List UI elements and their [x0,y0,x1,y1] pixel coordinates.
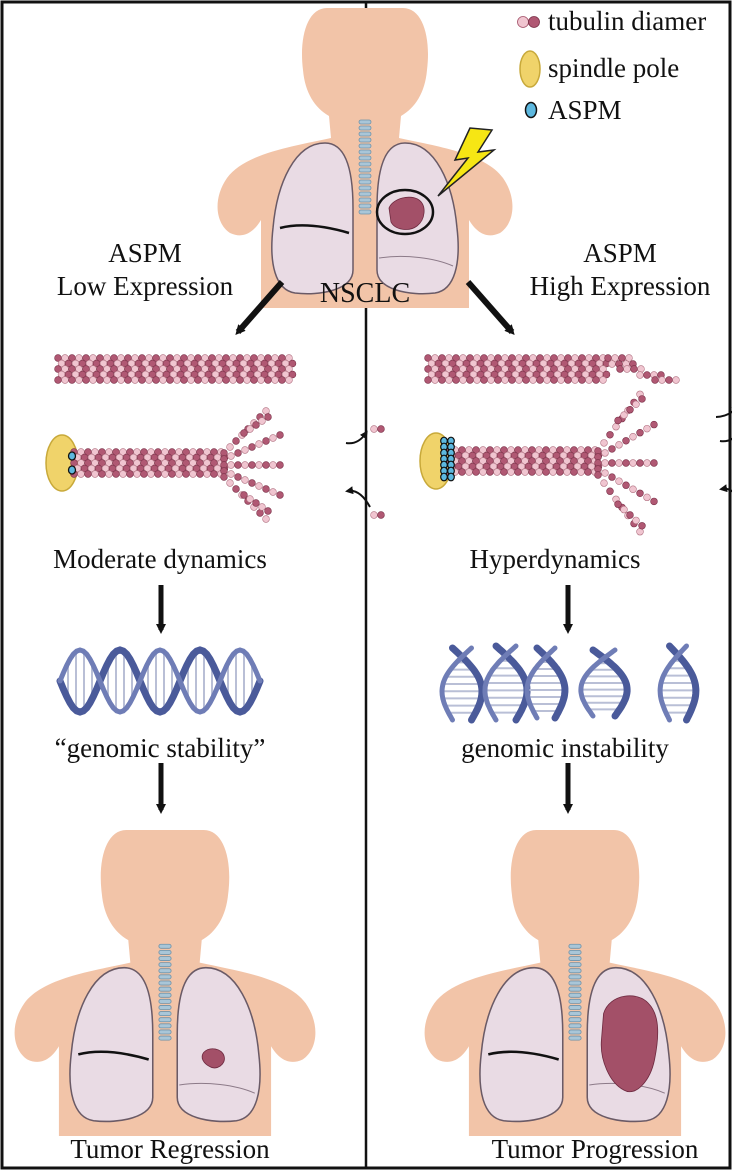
trachea [158,943,172,1041]
lung-fissure-left [487,1050,560,1061]
microtubule-spindle-left [45,407,385,523]
lung-left [69,966,154,1123]
trachea [568,943,582,1041]
microtubule-straight-right [424,354,680,384]
dissociation-arrow [719,437,732,443]
human-torso-progression [424,830,726,1136]
right-dynamics-label: Hyperdynamics [469,544,641,574]
lightning-bolt-icon [437,127,497,197]
left-condition-line2: Low Expression [56,271,234,301]
lung-fissure-left [77,1050,150,1061]
dissociation-arrow [345,430,368,445]
aspm-icon [524,101,538,119]
right-outcome-label: Tumor Progression [491,1134,699,1164]
trachea [358,119,372,215]
tumor-large [600,995,659,1093]
lung-left [271,142,354,295]
dna-helix-stable [56,646,264,716]
legend-aspm-label: ASPM [548,95,622,125]
arrow-to-low-expression [235,280,285,336]
aspm-protein [67,465,77,475]
tumor-primary [388,196,425,230]
aspm-protein [447,472,455,482]
human-torso-regression [14,830,316,1136]
microtubule-spindle-right [419,390,732,536]
dna-helix-broken [439,642,700,724]
left-dynamics-label: Moderate dynamics [53,544,267,574]
association-arrow [345,486,371,508]
left-outcome-label: Tumor Regression [70,1134,270,1164]
lung-fissure-left [279,224,350,235]
tumor-circle [375,188,435,236]
arrow-to-high-expression [465,280,515,336]
human-torso-top [217,8,513,308]
lung-left [479,966,564,1123]
dissociation-arrow [715,404,732,418]
aspm-protein [67,451,77,461]
right-genome-label: genomic instability [461,733,669,763]
tumor-small [201,1048,225,1069]
right-condition-line1: ASPM [583,238,657,268]
dna-segment [657,642,700,724]
disease-label: NSCLC [319,278,411,309]
dna-segment [439,644,486,724]
dna-segment [578,646,631,720]
aspm-protein [440,472,448,482]
dna-segment [482,642,531,724]
left-genome-label: “genomic stability” [54,733,266,763]
spindle-pole-icon [519,50,541,88]
dna-segment [56,646,264,716]
free-tubulin-dimer [370,425,385,433]
legend-spindle-label: spindle pole [548,53,680,83]
association-arrow [719,484,732,493]
free-tubulin-dimer [370,511,385,519]
dna-segment [524,644,569,722]
microtubule-straight-left [54,354,297,384]
left-condition-line1: ASPM [108,238,182,268]
tubulin-dimer-icon [517,16,540,28]
legend-tubulin-label: tubulin diamer [548,6,707,36]
right-condition-line2: High Expression [529,271,711,301]
